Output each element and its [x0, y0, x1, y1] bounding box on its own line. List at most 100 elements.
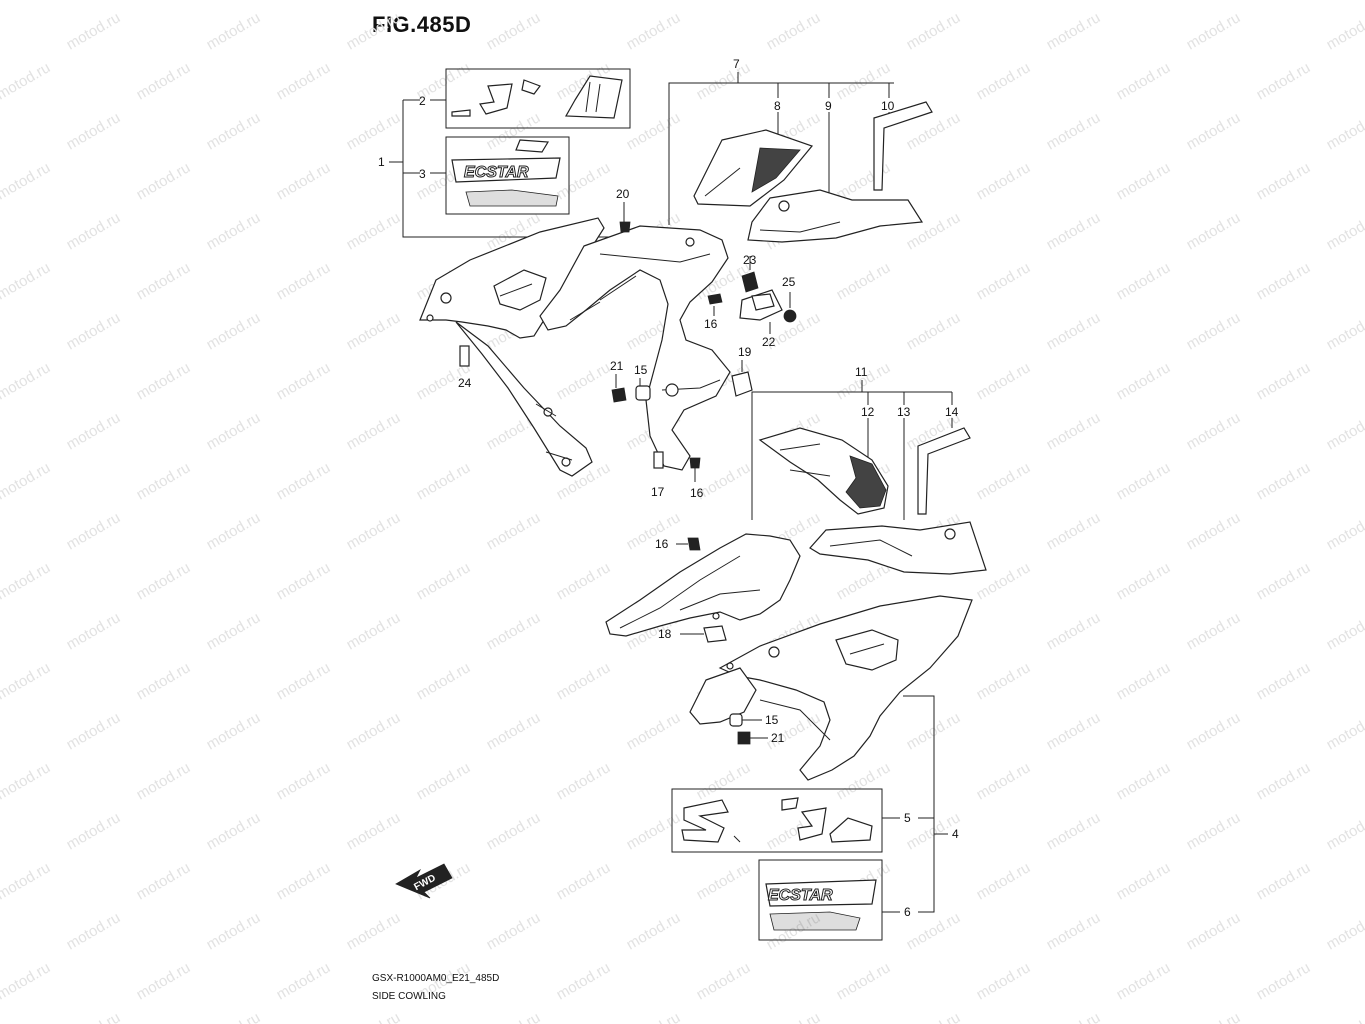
watermark-text: motod.ru	[1254, 459, 1314, 503]
watermark-text: motod.ru	[414, 0, 474, 3]
watermark-text: motod.ru	[274, 459, 334, 503]
callout-22: 22	[762, 335, 776, 349]
side-decal-part-8	[693, 129, 814, 207]
callout-24: 24	[458, 376, 472, 390]
watermark-text: motod.ru	[554, 159, 614, 203]
watermark-text: motod.ru	[554, 659, 614, 703]
watermark-text: motod.ru	[274, 959, 334, 1003]
watermark-text: motod.ru	[344, 109, 404, 153]
watermark-text: motod.ru	[0, 559, 53, 603]
watermark-text: motod.ru	[1254, 759, 1314, 803]
watermark-text: motod.ru	[1114, 159, 1174, 203]
watermark-text: motod.ru	[764, 1009, 824, 1024]
watermark-text: motod.ru	[1114, 0, 1174, 3]
callout-11: 11	[855, 365, 868, 379]
watermark-text: motod.ru	[64, 609, 124, 653]
watermark-text: motod.ru	[134, 959, 194, 1003]
watermark-text: motod.ru	[554, 0, 614, 3]
watermark-text: motod.ru	[974, 359, 1034, 403]
watermark-text: motod.ru	[1324, 609, 1365, 653]
trim-strip-part-14	[917, 427, 971, 515]
watermark-text: motod.ru	[64, 809, 124, 853]
watermark-text: motod.ru	[204, 1009, 264, 1024]
watermark-text: motod.ru	[274, 759, 334, 803]
watermark-text: motod.ru	[1114, 859, 1174, 903]
watermark-text: motod.ru	[1044, 909, 1104, 953]
watermark-text: motod.ru	[484, 809, 544, 853]
watermark-text: motod.ru	[204, 909, 264, 953]
callout-16-mid: 16	[690, 486, 704, 500]
watermark-text: motod.ru	[834, 0, 894, 3]
watermark-text: motod.ru	[1254, 0, 1314, 3]
fastener-21-15-upper	[611, 374, 651, 403]
watermark-text: motod.ru	[1114, 359, 1174, 403]
upper-inner-panel	[539, 225, 731, 471]
watermark-text: motod.ru	[1324, 709, 1365, 753]
watermark-text: motod.ru	[1254, 59, 1314, 103]
watermark-text: motod.ru	[974, 759, 1034, 803]
watermark-text: motod.ru	[694, 59, 754, 103]
decal-set-part-3: ECSTAR	[445, 136, 570, 215]
watermark-text: motod.ru	[0, 259, 53, 303]
watermark-text: motod.ru	[554, 359, 614, 403]
callout-21-upper: 21	[610, 359, 624, 373]
watermark-text: motod.ru	[974, 959, 1034, 1003]
watermark-text: motod.ru	[1184, 209, 1244, 253]
callout-10: 10	[881, 99, 895, 113]
watermark-text: motod.ru	[624, 809, 684, 853]
watermark-text: motod.ru	[484, 509, 544, 553]
watermark-text: motod.ru	[0, 0, 53, 3]
watermark-text: motod.ru	[0, 359, 53, 403]
callout-12: 12	[861, 405, 875, 419]
watermark-text: motod.ru	[484, 909, 544, 953]
watermark-text: motod.ru	[1254, 359, 1314, 403]
watermark-text: motod.ru	[274, 59, 334, 103]
watermark-text: motod.ru	[134, 0, 194, 3]
watermark-text: motod.ru	[1324, 9, 1365, 53]
watermark-text: motod.ru	[484, 1009, 544, 1024]
watermark-text: motod.ru	[1044, 409, 1104, 453]
forward-direction-arrow: FWD	[395, 863, 453, 899]
watermark-text: motod.ru	[344, 609, 404, 653]
watermark-text: motod.ru	[0, 959, 53, 1003]
watermark-text: motod.ru	[274, 159, 334, 203]
lower-side-cowl	[689, 595, 973, 781]
watermark-text: motod.ru	[624, 709, 684, 753]
watermark-text: motod.ru	[274, 859, 334, 903]
watermark-text: motod.ru	[64, 109, 124, 153]
watermark-text: motod.ru	[1324, 809, 1365, 853]
watermark-text: motod.ru	[1324, 1009, 1365, 1024]
callout-21-lower: 21	[771, 731, 785, 745]
watermark-text: motod.ru	[484, 609, 544, 653]
callout-4: 4	[952, 827, 959, 841]
watermark-text: motod.ru	[904, 1009, 964, 1024]
watermark-text: motod.ru	[134, 859, 194, 903]
watermark-text: motod.ru	[1114, 659, 1174, 703]
watermark-text: motod.ru	[624, 909, 684, 953]
watermark-text: motod.ru	[1114, 959, 1174, 1003]
watermark-text: motod.ru	[414, 759, 474, 803]
watermark-text: motod.ru	[414, 459, 474, 503]
watermark-text: motod.ru	[64, 909, 124, 953]
watermark-text: motod.ru	[0, 59, 53, 103]
watermark-text: motod.ru	[1184, 309, 1244, 353]
watermark-text: motod.ru	[834, 259, 894, 303]
watermark-text: motod.ru	[1254, 559, 1314, 603]
watermark-text: motod.ru	[1324, 109, 1365, 153]
screw-20	[619, 202, 631, 233]
watermark-text: motod.ru	[204, 609, 264, 653]
watermark-text: motod.ru	[974, 459, 1034, 503]
section-name: SIDE COWLING	[372, 991, 446, 1002]
watermark-text: motod.ru	[974, 659, 1034, 703]
watermark-text: motod.ru	[624, 1009, 684, 1024]
watermark-text: motod.ru	[1044, 709, 1104, 753]
watermark-text: motod.ru	[274, 359, 334, 403]
callout-20: 20	[616, 187, 630, 201]
watermark-text: motod.ru	[974, 159, 1034, 203]
watermark-text: motod.ru	[134, 559, 194, 603]
callout-14: 14	[945, 405, 959, 419]
figure-title: FIG.485D	[372, 12, 472, 37]
fastener-15-21-lower	[729, 713, 768, 745]
watermark-text: motod.ru	[554, 559, 614, 603]
